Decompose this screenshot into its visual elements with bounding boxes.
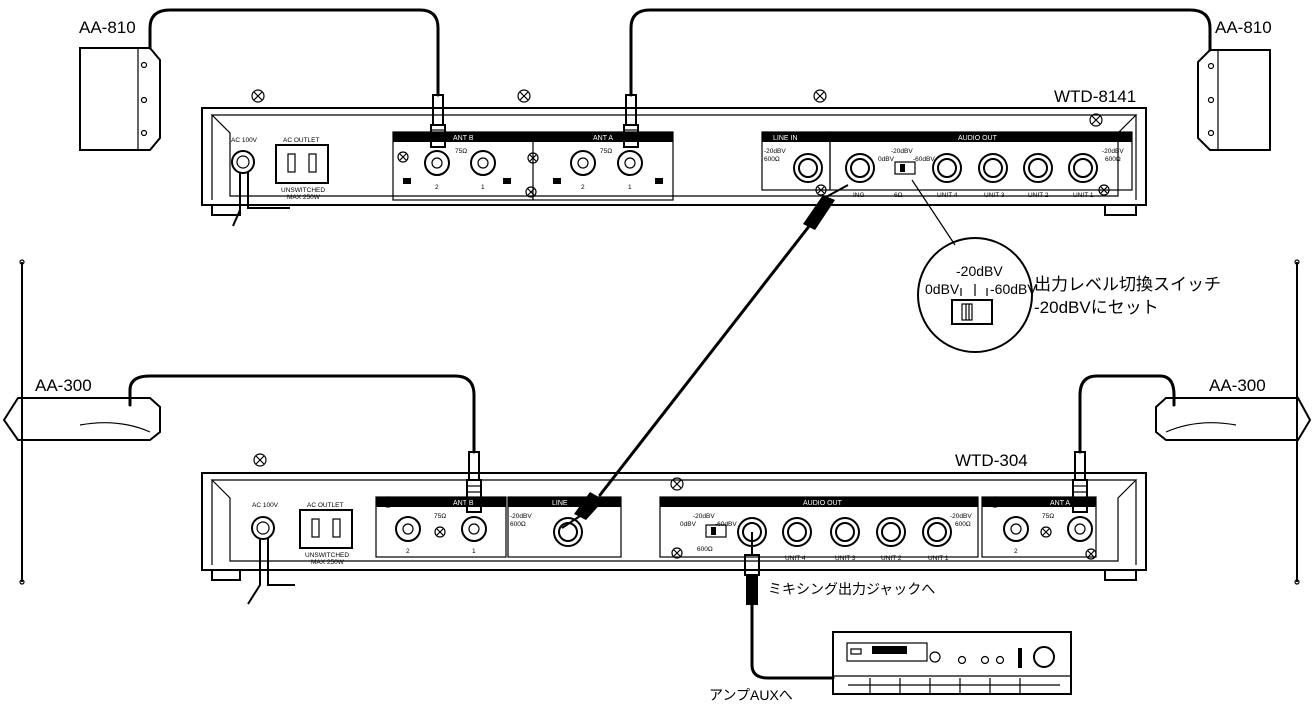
mixing-out-plug: [744, 532, 835, 680]
callout-note-line1: 出力レベル切換スイッチ: [1034, 275, 1221, 294]
wtd8141-sw-right: -60dBV: [913, 156, 935, 163]
callout-mid-label: -20dBV: [956, 263, 1003, 279]
wtd8141-ohm-a-label: 75Ω: [600, 148, 612, 155]
wtd8141-unit4: UNIT 4: [937, 192, 958, 199]
aa300-right-cable: [1078, 374, 1176, 454]
wtd304-sw-mid: -20dBV: [693, 513, 715, 520]
wtd8141-jack-1b-label: 1: [481, 184, 485, 191]
wtd304-ac-outlet-label: AC OUTLET: [307, 502, 344, 509]
wtd8141-audioout-label: AUDIO OUT: [958, 135, 998, 142]
wtd304-unswitched-label: UNSWITCHED: [305, 552, 349, 559]
wtd8141-sw-mid: -20dBV: [891, 148, 913, 155]
wtd304-chassis: [201, 472, 1147, 581]
mixing-jack-label: ミキシング出力ジャックへ: [768, 581, 935, 597]
wtd304-ac-section: [247, 509, 353, 605]
wtd8141-out-spec2: 600Ω: [1105, 156, 1121, 163]
wtd304-sw-imp: 600Ω: [697, 546, 713, 553]
wtd8141-unswitched-label: UNSWITCHED: [281, 187, 325, 194]
wtd304-sw-left: 0dBV: [680, 521, 697, 528]
callout-note-line2: -20dBVにセット: [1034, 298, 1159, 317]
wtd304-jack-1b-label: 1: [472, 548, 476, 555]
wtd8141-jack-2-label: 2: [435, 184, 439, 191]
callout-circle: [917, 237, 1033, 353]
wtd8141-antb-label: ANT B: [453, 135, 474, 142]
wtd304-line-label: LINE: [552, 500, 568, 507]
aa810-right-antenna: [1197, 49, 1271, 151]
wtd8141-sw-left: 0dBV: [878, 156, 895, 163]
wtd304-ohm-a-label: 75Ω: [1042, 513, 1054, 520]
wtd304-anta-panel: [981, 496, 1097, 560]
wtd304-line-spec2: 600Ω: [510, 521, 526, 528]
wtd8141-audio-panel: [761, 131, 1133, 196]
callout-right-label: -60dBV: [990, 281, 1037, 297]
wtd304-antenna-plug-a: [1072, 451, 1088, 513]
link-cable: [561, 184, 849, 529]
wtd8141-mixing-tail: ING: [853, 192, 865, 199]
amplifier: [832, 631, 1072, 695]
wtd304-antb-panel: [375, 496, 507, 558]
wtd304-jack-2a-label: 2: [1014, 548, 1018, 555]
wtd8141-linein-spec2: 600Ω: [764, 156, 780, 163]
aa300-right-antenna: [1155, 259, 1312, 585]
wtd8141-chassis: [201, 107, 1147, 216]
wtd304-audioout-label: AUDIO OUT: [803, 500, 843, 507]
aa810-left-label: AA-810: [79, 18, 136, 37]
wtd304-out-spec2: 600Ω: [955, 521, 971, 528]
callout-left-label: 0dBV: [925, 281, 960, 297]
wtd304-unit1: UNIT 1: [928, 555, 949, 562]
screw-icons-304: [253, 453, 684, 491]
wtd304-ac-in-label: AC 100V: [252, 502, 279, 509]
aa810-right-cable: [629, 8, 1212, 97]
wtd304-antb-label: ANT B: [453, 500, 474, 507]
wtd8141-model-label: WTD-8141: [1054, 87, 1136, 106]
wtd304-model-label: WTD-304: [955, 451, 1028, 470]
wtd8141-mixing-frag: 6Ω: [894, 192, 903, 199]
wtd304-unit2: UNIT 2: [881, 555, 902, 562]
wtd304-jack-2b-label: 2: [406, 548, 410, 555]
wtd8141-ac-outlet-label: AC OUTLET: [283, 137, 320, 144]
wtd304-out-spec1: -20dBV: [950, 513, 972, 520]
wtd304-line-panel: [507, 496, 622, 558]
wtd8141-jack-2a-label: 2: [581, 184, 585, 191]
wtd8141-linein-spec1: -20dBV: [764, 148, 786, 155]
wtd8141-unit2: UNIT 2: [1028, 192, 1049, 199]
wtd304-unit4: UNIT 4: [785, 555, 806, 562]
wtd8141-ac-in-label: AC 100V: [231, 137, 258, 144]
wtd304-ohm-b-label: 75Ω: [434, 513, 446, 520]
wtd304-max-label: MAX 250W: [311, 559, 345, 566]
wtd8141-antenna-panel: [392, 131, 674, 201]
wtd304-unit3: UNIT 3: [835, 555, 856, 562]
wtd8141-anta-label: ANT A: [593, 135, 613, 142]
aa810-left-cable: [148, 8, 440, 97]
amp-aux-label: アンプAUXへ: [709, 687, 793, 703]
callout-switch-icon: [951, 284, 993, 325]
wtd304-antenna-plug-b: [466, 451, 482, 513]
wtd8141-max-label: MAX 250W: [287, 194, 321, 201]
wtd8141-linein-label: LINE IN: [773, 135, 798, 142]
wtd8141-antenna-plugs: [430, 94, 639, 148]
aa300-left-cable: [128, 374, 476, 454]
wtd304-sw-right: -60dBV: [715, 521, 737, 528]
wtd8141-out-spec1: -20dBV: [1102, 148, 1124, 155]
wtd304-line-spec1: -20dBV: [510, 513, 532, 520]
screw-icons-8141: [251, 89, 1103, 127]
aa300-left-antenna: [2, 259, 161, 585]
callout-leader: [911, 179, 956, 246]
wtd8141-ac-section: [231, 144, 329, 227]
wtd8141-ohm-b-label: 75Ω: [455, 148, 467, 155]
aa810-right-label: AA-810: [1215, 18, 1272, 37]
aa300-right-label: AA-300: [1209, 376, 1266, 395]
wtd304-anta-label: ANT A: [1050, 500, 1070, 507]
aa300-left-label: AA-300: [35, 376, 92, 395]
aa810-left-antenna: [79, 47, 161, 151]
wtd8141-unit3: UNIT 3: [984, 192, 1005, 199]
wtd304-audioout-panel: [659, 496, 979, 559]
wtd8141-unit1: UNIT 1: [1073, 192, 1094, 199]
wtd8141-jack-1a-label: 1: [628, 184, 632, 191]
